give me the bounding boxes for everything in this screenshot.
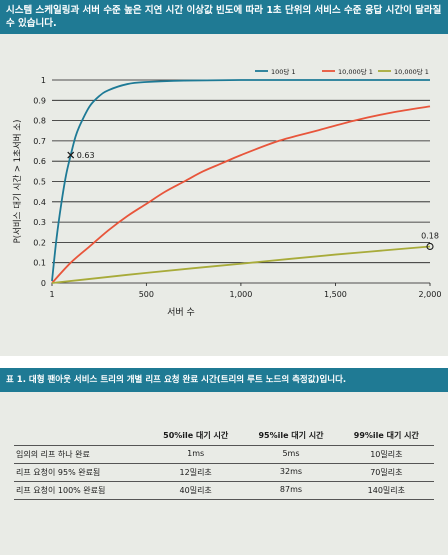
chart-panel: 0 0.1 0.2 0.3 0.4 0.5 0.6 0.7 0.8 0.9 1 1 500 1,000 1,…	[0, 34, 448, 356]
table-caption: 표 1. 대형 팬아웃 서비스 트리의 개별 리프 요청 완료 시간(트리의 루…	[0, 368, 448, 392]
y-tick-label: 0.4	[33, 198, 46, 207]
series-line-0	[51, 79, 430, 282]
annotation-marker-x	[67, 151, 75, 159]
legend-label-0: 100당 1	[271, 67, 296, 76]
legend-label-1: 10,000당 1	[338, 67, 373, 76]
cell-p95: 5ms	[243, 445, 339, 464]
x-tick-label: 1	[49, 290, 54, 299]
annotation-marker-circle	[426, 242, 434, 251]
x-tick-label: 2,000	[419, 290, 442, 299]
latency-table: 50%ile 대기 시간 95%ile 대기 시간 99%ile 대기 시간 임…	[14, 430, 434, 500]
cell-p99: 140밀리초	[338, 481, 434, 500]
x-tick-label: 1,000	[229, 290, 252, 299]
chart-annotations: 0.63 0.18	[67, 151, 439, 251]
legend-label-2: 10,000당 1	[394, 67, 429, 76]
table-header-p99: 99%ile 대기 시간	[338, 430, 434, 446]
row-label: 리프 요청이 100% 완료됨	[14, 481, 148, 500]
y-tick-label: 0.7	[33, 137, 46, 146]
table-header-p50: 50%ile 대기 시간	[148, 430, 244, 446]
cell-p95: 87ms	[243, 481, 339, 500]
cell-p50: 1ms	[148, 445, 244, 464]
series-line-2	[51, 245, 431, 284]
y-tick-label: 1	[41, 76, 46, 85]
y-tick-label: 0.9	[33, 96, 46, 105]
cell-p50: 12밀리초	[148, 463, 244, 482]
cell-p50: 40밀리초	[148, 481, 244, 500]
x-axis-title: 서버 수	[167, 307, 195, 318]
annotation-label: 0.63	[77, 151, 95, 160]
row-label: 임의의 리프 하나 완료	[14, 445, 148, 464]
chart-grid	[52, 79, 430, 284]
table-row: 리프 요청이 100% 완료됨 40밀리초 87ms 140밀리초	[14, 481, 434, 500]
y-tick-label: 0.2	[33, 238, 46, 247]
chart-axes: 0 0.1 0.2 0.3 0.4 0.5 0.6 0.7 0.8 0.9 1 1 500 1,000 1,…	[12, 76, 441, 318]
y-tick-label: 0.6	[33, 157, 46, 166]
table-panel: 50%ile 대기 시간 95%ile 대기 시간 99%ile 대기 시간 임…	[0, 392, 448, 555]
annotation-label: 0.18	[421, 231, 439, 240]
y-tick-label: 0	[41, 279, 46, 288]
table-header-empty	[14, 430, 148, 446]
table-row: 임의의 리프 하나 완료 1ms 5ms 10밀리초	[14, 445, 434, 464]
chart-series	[51, 79, 431, 284]
table-header-p95: 95%ile 대기 시간	[243, 430, 339, 446]
cell-p99: 70밀리초	[338, 463, 434, 482]
y-tick-label: 0.8	[33, 117, 46, 126]
table-row: 리프 요청이 95% 완료됨 12밀리초 32ms 70밀리초	[14, 463, 434, 482]
series-line-1	[51, 105, 431, 284]
y-tick-label: 0.3	[33, 218, 46, 227]
latency-probability-chart: 0 0.1 0.2 0.3 0.4 0.5 0.6 0.7 0.8 0.9 1 1 500 1,000 1,…	[12, 67, 441, 318]
row-label: 리프 요청이 95% 완료됨	[14, 463, 148, 482]
table-header-row: 50%ile 대기 시간 95%ile 대기 시간 99%ile 대기 시간	[14, 430, 434, 446]
figure-caption: 시스템 스케일링과 서버 수준 높은 지연 시간 이상값 빈도에 따라 1초 단…	[0, 0, 448, 34]
chart-legend: 100당 1 10,000당 1 10,000당 1	[255, 67, 429, 76]
x-tick-label: 1,500	[324, 290, 347, 299]
y-tick-label: 0.5	[33, 178, 46, 187]
x-tick-label: 500	[139, 290, 154, 299]
cell-p99: 10밀리초	[338, 445, 434, 464]
cell-p95: 32ms	[243, 463, 339, 482]
y-axis-title: P(서비스 대기 시간 > 1초서버 소)	[12, 120, 23, 244]
y-tick-label: 0.1	[33, 259, 46, 268]
